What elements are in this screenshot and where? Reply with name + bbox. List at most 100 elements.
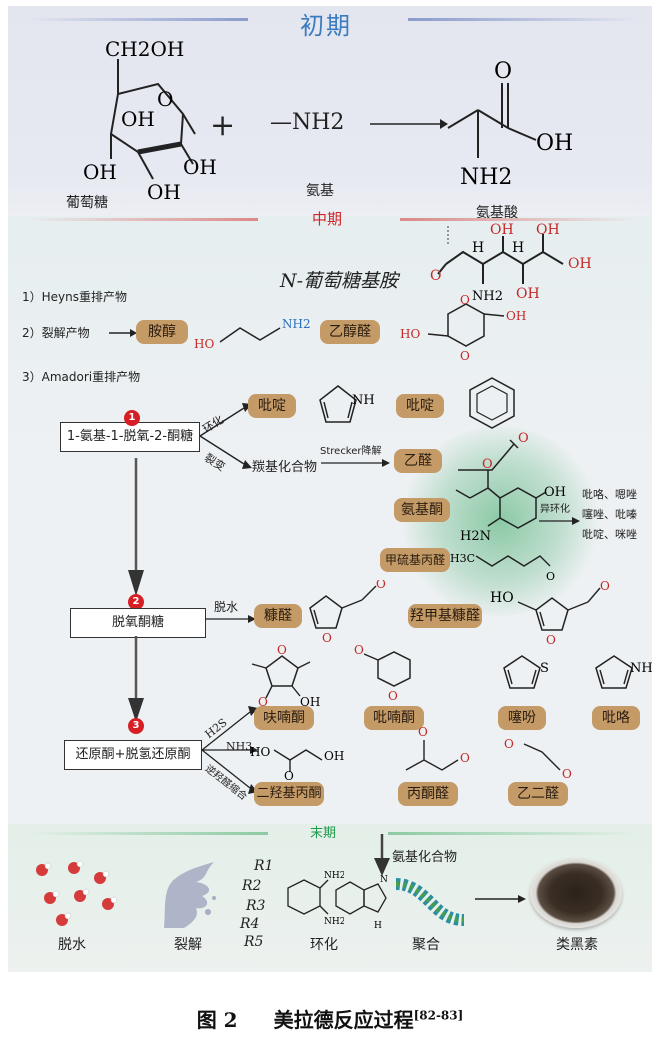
glucosylamine-nh2: NH2 — [472, 289, 503, 302]
middle-rule-left — [28, 218, 258, 221]
glucosylamine-oh-1: OH — [536, 222, 560, 238]
late-crack-label: 裂解 — [174, 937, 202, 953]
glucose-oh-3: OH — [183, 155, 217, 179]
pyrrole-structure-top: NH — [319, 385, 375, 423]
thiophene-structure: S — [503, 655, 549, 689]
furfural-structure: O O — [309, 580, 386, 644]
hetero-product-1: 吡咯、嗯唑 — [582, 488, 637, 501]
glucose-structure: CH2OH O OH OH OH OH — [83, 37, 217, 204]
ethanolamine-nh2: NH2 — [282, 317, 311, 331]
benzotriazole-structure: N H — [335, 875, 388, 931]
acetaldehyde-o: O — [518, 431, 529, 446]
pyranone-o-2: O — [388, 689, 398, 703]
pill-pyridine-top: 吡啶 — [248, 394, 296, 418]
glucosylamine-oh-2: OH — [490, 222, 514, 238]
pill-pyranone: 吡喃酮 — [364, 706, 424, 730]
r-group-1: R1 — [254, 858, 274, 874]
pyruvaldehyde-structure: O O — [405, 725, 470, 771]
label-heterocyclize: 异环化 — [540, 504, 570, 515]
label-strecker: Strecker降解 — [320, 446, 382, 457]
glucosylamine-structure: O OH OH OH OH H H NH2 — [430, 222, 592, 302]
ethanolamine-structure: HO NH2 — [194, 317, 311, 350]
label-nh3: NH3 — [226, 740, 253, 753]
polymer-chain-icon — [395, 878, 465, 926]
glucose-oh-2: OH — [83, 160, 117, 184]
late-rule-right — [388, 832, 638, 835]
triazole-n: N — [380, 875, 388, 885]
glucosylamine-oh-3: OH — [568, 256, 592, 272]
strecker-arrow — [321, 459, 390, 467]
glucosylamine-h-1: H — [472, 240, 484, 256]
pyruv-o-2: O — [460, 751, 470, 765]
pyruv-o-1: O — [418, 725, 428, 739]
pyranone-structure: O O — [354, 643, 411, 703]
methional-structure: H3C O — [450, 552, 555, 583]
pill-furfural: 糠醛 — [254, 604, 302, 628]
hmf-ho: HO — [490, 590, 514, 606]
dioxane-structure: HO OH O O — [400, 294, 526, 363]
amino-acid-label: 氨基酸 — [476, 205, 518, 221]
pyrrole-structure-bottom: NH — [595, 655, 652, 689]
dihydroxyacetone-structure: HO OH O — [250, 745, 344, 780]
dha-oh: OH — [324, 749, 344, 763]
aminoketone-oh: OH — [544, 485, 566, 500]
pyrrole-bottom-nh: NH — [630, 661, 652, 676]
aminoketone-h2n: H2N — [460, 529, 491, 544]
diamine-nh2-bottom: NH2 — [324, 917, 344, 927]
pill-dihydroxyacetone: 二羟基丙酮 — [254, 782, 324, 806]
down-arrow-2 — [128, 636, 144, 722]
glucosylamine-h-2: H — [512, 240, 524, 256]
hetero-product-3: 吡啶、咪唑 — [582, 528, 637, 541]
stage-early-title: 初期 — [300, 12, 352, 40]
aminoketone-structure: O OH H2N — [455, 458, 566, 544]
late-polymerize-label: 聚合 — [412, 937, 440, 953]
hmf-o-ring: O — [546, 633, 556, 646]
label-carbonyl: 羰基化合物 — [252, 460, 318, 475]
r-group-3: R3 — [246, 898, 266, 914]
late-right-arrow — [475, 895, 526, 903]
ethanolamine-ho: HO — [194, 337, 214, 350]
stage-middle-title: 中期 — [312, 210, 343, 228]
caption-title: 美拉德反应过程 — [273, 1008, 414, 1032]
pyridine-structure — [469, 377, 515, 429]
pill-pyruvaldehyde: 丙酮醛 — [398, 782, 458, 806]
pill-acetaldehyde: 乙醛 — [394, 449, 442, 473]
label-amino-compound: 氨基化合物 — [392, 850, 458, 865]
furanone-o-2: O — [258, 695, 268, 706]
splash-icon — [164, 862, 216, 928]
figure-panel: 初期 中期 末期 CH2OH O OH OH OH OH 葡萄糖 + —NH2 … — [8, 6, 652, 972]
item-amadori: 3）Amadori重排产物 — [22, 370, 141, 384]
aa-oh: OH — [536, 131, 573, 156]
pill-glycolaldehyde: 乙醇醛 — [320, 320, 380, 344]
hmf-structure: HO O O — [490, 580, 610, 646]
pill-amine-alcohol: 胺醇 — [136, 320, 188, 344]
melanoidin-dish-icon — [530, 858, 622, 928]
cleavage-arrow — [109, 329, 137, 337]
badge-3: 3 — [128, 718, 144, 734]
late-rule-left — [28, 832, 268, 835]
aminoketone-o: O — [482, 458, 493, 472]
late-down-arrow — [374, 834, 390, 876]
down-arrow-1 — [128, 458, 144, 596]
dha-ho: HO — [250, 745, 270, 759]
pill-pyrrole: 吡咯 — [592, 706, 640, 730]
glucose-ch2oh: CH2OH — [105, 37, 184, 61]
caption-refs: [82-83] — [413, 1008, 464, 1023]
furfural-o-ald: O — [376, 580, 386, 591]
pill-aminoketone: 氨基酮 — [394, 498, 450, 522]
pyrrole-top-nh: NH — [352, 393, 375, 408]
hmf-o-ald: O — [600, 580, 610, 593]
amino-acid-structure: O OH NH2 — [447, 59, 573, 190]
badge-1: 1 — [124, 410, 140, 426]
hetero-product-2: 噻唑、吡嗪 — [582, 508, 637, 521]
glyox-o-1: O — [504, 737, 514, 751]
late-dehydrate-label: 脱水 — [58, 937, 86, 953]
early-rule-right — [408, 18, 638, 21]
box-reductones: 还原酮+脱氢还原酮 — [64, 740, 202, 770]
glucose-oh-1: OH — [121, 107, 155, 131]
label-dehydrate: 脱水 — [214, 600, 239, 614]
furanone-o-1: O — [277, 643, 287, 657]
aa-o: O — [494, 59, 512, 84]
dehydrate-arrow — [205, 615, 256, 623]
